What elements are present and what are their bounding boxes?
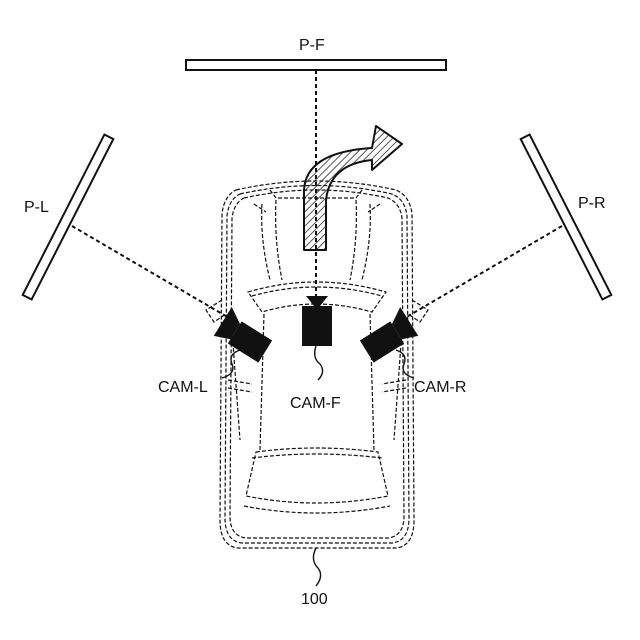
leader-cam-front — [315, 346, 323, 380]
label-cam-left: CAM-L — [158, 380, 208, 396]
panel-front — [186, 60, 446, 70]
camera-front — [302, 296, 332, 346]
sightline-left — [72, 226, 236, 322]
sightline-right — [398, 226, 562, 322]
label-cam-right: CAM-R — [414, 380, 466, 396]
label-panel-left: P-L — [24, 200, 49, 216]
label-cam-front: CAM-F — [290, 396, 341, 412]
panel-right — [521, 135, 612, 300]
label-panel-right: P-R — [578, 196, 606, 212]
label-panel-front: P-F — [299, 38, 325, 54]
leader-vehicle — [313, 548, 320, 586]
label-vehicle: 100 — [301, 592, 328, 608]
panel-left — [23, 135, 114, 300]
